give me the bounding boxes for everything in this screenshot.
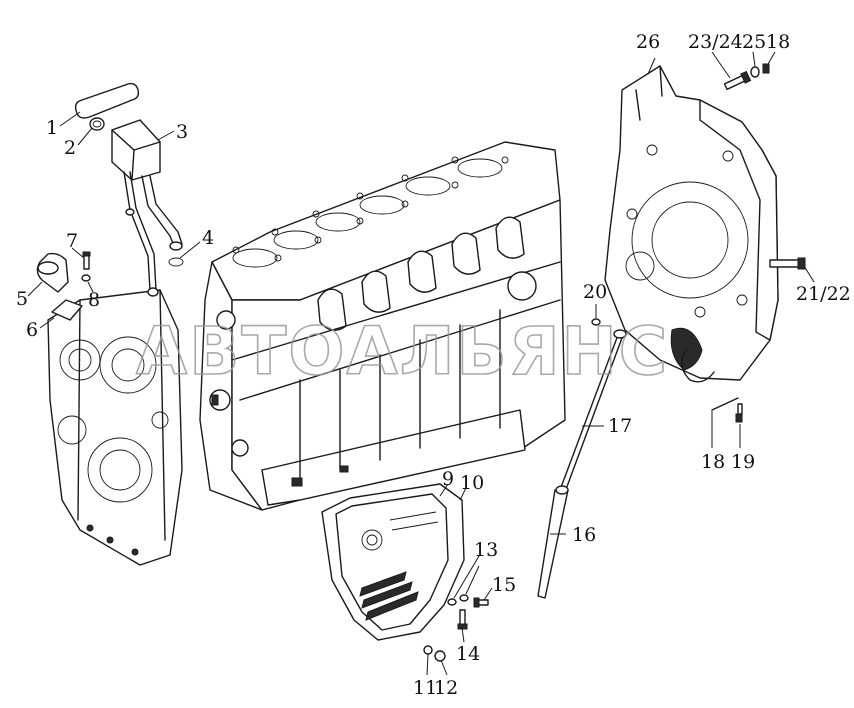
callout-17: 17 xyxy=(608,415,632,437)
front-gear-cover xyxy=(36,251,183,566)
callout-16: 16 xyxy=(572,524,596,546)
callout-6: 6 xyxy=(26,319,38,341)
callout-5: 5 xyxy=(16,288,28,310)
o-ring-part-4 xyxy=(168,257,184,267)
flywheel-bolt-set-top xyxy=(723,63,770,91)
seal-part-20 xyxy=(591,318,601,326)
callout-7: 7 xyxy=(66,230,78,252)
callout-4: 4 xyxy=(202,227,214,249)
callout-23-24: 23/24 xyxy=(688,31,743,53)
callout-13: 13 xyxy=(474,539,498,561)
callout-15: 15 xyxy=(492,574,516,596)
callout-3: 3 xyxy=(176,121,188,143)
callout-1: 1 xyxy=(46,117,58,139)
callout-21-22: 21/22 xyxy=(796,283,851,305)
callout-18-bottom: 18 xyxy=(701,451,725,473)
side-cover-assembly xyxy=(321,483,489,662)
callout-19: 19 xyxy=(731,451,755,473)
callout-10: 10 xyxy=(460,472,484,494)
washer-part-8 xyxy=(81,274,91,282)
dipstick-assembly xyxy=(537,318,627,599)
callout-11: 11 xyxy=(413,677,437,699)
bolt-part-18-19 xyxy=(711,397,743,423)
bolt-part-7 xyxy=(82,251,91,270)
callout-12: 12 xyxy=(434,677,458,699)
breather-pipe-assembly xyxy=(74,82,184,297)
callout-25: 25 xyxy=(742,31,766,53)
hose-part-1 xyxy=(74,82,140,119)
clamp-part-2 xyxy=(89,117,105,131)
callout-9: 9 xyxy=(442,468,454,490)
leader-lines xyxy=(27,51,815,676)
callout-2: 2 xyxy=(64,137,76,159)
callout-labels: 1 2 3 4 5 6 7 8 9 10 11 12 13 14 15 16 1… xyxy=(16,31,851,699)
callout-18-top: 18 xyxy=(766,31,790,53)
gasket-part-6 xyxy=(51,299,83,321)
flywheel-housing xyxy=(604,65,779,383)
bolt-part-21-22 xyxy=(769,257,806,270)
callout-14: 14 xyxy=(456,643,480,665)
watermark: АВТОАЛЬЯНС xyxy=(136,313,669,390)
callout-8: 8 xyxy=(88,289,100,311)
callout-20: 20 xyxy=(583,281,607,303)
cylinder-block xyxy=(199,141,566,511)
callout-26: 26 xyxy=(636,31,660,53)
